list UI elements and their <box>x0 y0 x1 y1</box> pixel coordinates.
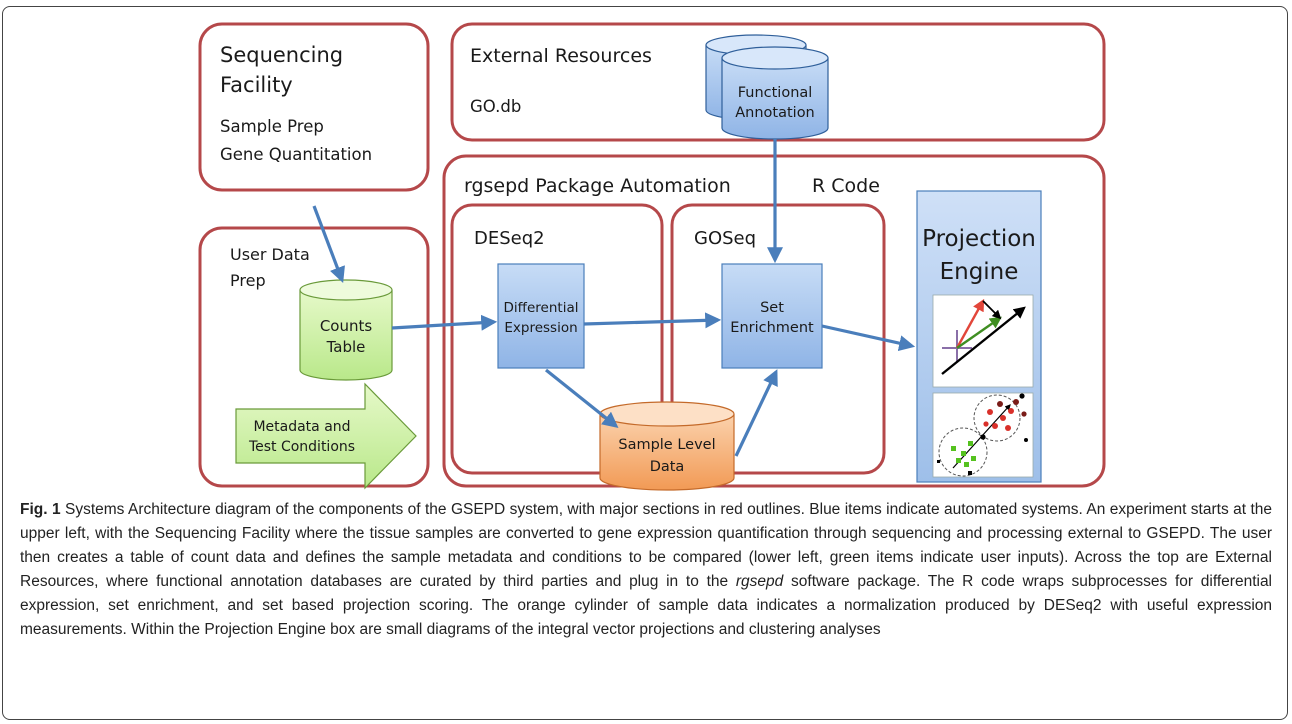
counts-table-line-1: Counts <box>320 317 373 335</box>
connector-arrows <box>312 139 916 457</box>
go-db-label: GO.db <box>470 97 521 116</box>
projection-engine-line-1: Projection <box>922 226 1036 252</box>
sample-level-data-line-1: Sample Level <box>618 437 715 453</box>
sample-level-data-line-2: Data <box>650 459 685 475</box>
clustering-thumbnail <box>932 392 1034 478</box>
arrow-sample-data-to-enrichment <box>734 369 778 457</box>
functional-annotation-line-1: Functional <box>738 85 813 101</box>
deseq2-title: DESeq2 <box>474 228 545 249</box>
gene-quantitation-label: Gene Quantitation <box>220 145 372 164</box>
differential-expression-box: Differential Expression <box>497 263 585 369</box>
metadata-line-2: Test Conditions <box>248 439 355 455</box>
counts-table-line-2: Table <box>326 338 366 356</box>
sample-level-data-cylinder: Sample Level Data <box>599 401 735 491</box>
user-data-prep-line-2: Prep <box>230 271 266 290</box>
arrow-sequencing-to-counts <box>312 205 345 283</box>
goseq-title: GOSeq <box>694 228 756 249</box>
architecture-diagram: Sequencing Facility Sample Prep Gene Qua… <box>198 22 1106 491</box>
r-code-label: R Code <box>812 175 880 197</box>
caption-italic-package: rgsepd <box>735 573 784 590</box>
metadata-test-conditions-arrow: Metadata and Test Conditions <box>235 382 417 490</box>
caption-text-1: Systems Architecture diagram of the comp… <box>20 501 1272 590</box>
set-enrichment-line-1: Set <box>760 300 784 316</box>
external-resources-title: External Resources <box>470 45 652 67</box>
functional-annotation-line-2: Annotation <box>735 105 815 121</box>
arrow-counts-to-expression <box>391 314 498 331</box>
figure-caption: Fig. 1 Systems Architecture diagram of t… <box>20 498 1272 642</box>
set-enrichment-box: Set Enrichment <box>721 263 823 369</box>
figure-frame <box>2 6 1288 720</box>
differential-expression-line-2: Expression <box>504 320 577 336</box>
projection-engine-line-2: Engine <box>940 259 1019 285</box>
user-data-prep-line-1: User Data <box>230 245 310 264</box>
arrow-enrichment-to-projection <box>821 324 916 352</box>
figure-label: Fig. 1 <box>20 501 61 518</box>
sequencing-facility-title-2: Facility <box>220 73 293 97</box>
functional-annotation-database: Functional Annotation <box>705 34 829 140</box>
vector-projection-thumbnail <box>932 294 1034 388</box>
counts-table-cylinder: Counts Table <box>299 279 393 381</box>
caption-text-2: software package. The R code wraps subpr… <box>20 573 1273 638</box>
sequencing-facility-section: Sequencing Facility Sample Prep Gene Qua… <box>198 22 430 192</box>
metadata-line-1: Metadata and <box>253 419 350 435</box>
sequencing-facility-title-1: Sequencing <box>220 43 343 67</box>
arrow-expression-to-sample-data <box>545 368 619 428</box>
arrow-expression-to-enrichment <box>583 312 722 329</box>
automation-title: rgsepd Package Automation <box>464 175 731 197</box>
differential-expression-line-1: Differential <box>504 300 579 316</box>
sample-prep-label: Sample Prep <box>220 117 324 136</box>
set-enrichment-line-2: Enrichment <box>730 320 814 336</box>
